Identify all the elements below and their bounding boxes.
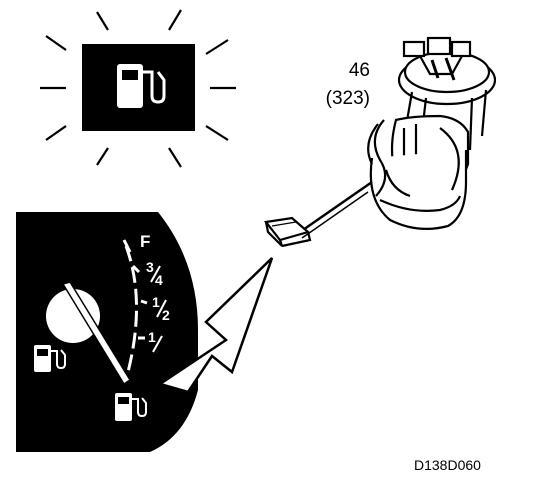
pointer-arrow — [157, 257, 274, 394]
warning-light-group — [40, 9, 236, 168]
fraction-bar — [152, 335, 163, 353]
part-callout-alt-number: (323) — [325, 88, 370, 109]
gauge-label-half-den: 2 — [162, 307, 170, 323]
part-callout-number: 46 — [348, 60, 370, 81]
fraction-bar — [150, 265, 161, 283]
gauge-label-half-num: 1 — [152, 294, 160, 310]
figure-code: D138D060 — [414, 457, 481, 473]
gauge-scale-arc — [124, 245, 138, 373]
fuel-pump-icon — [117, 64, 166, 108]
gauge-face — [16, 212, 198, 452]
low-fuel-warning-icon — [115, 393, 147, 421]
fuel-pump-module — [263, 36, 497, 248]
gauge-label-full: F — [140, 232, 151, 251]
light-rays — [40, 9, 236, 168]
fuel-gauge-group: 3 4 1 2 1 — [16, 212, 198, 452]
gauge-needle — [61, 281, 132, 386]
gauge-label-three-quarter-den: 4 — [155, 272, 163, 288]
gauge-label-three-quarter-num: 3 — [146, 259, 154, 275]
fuel-pump-icon — [34, 345, 66, 372]
fraction-bar — [156, 299, 167, 318]
gauge-ticks — [122, 239, 148, 340]
gauge-label-quarter-num: 1 — [148, 329, 156, 345]
gauge-needle-hub — [46, 289, 100, 343]
